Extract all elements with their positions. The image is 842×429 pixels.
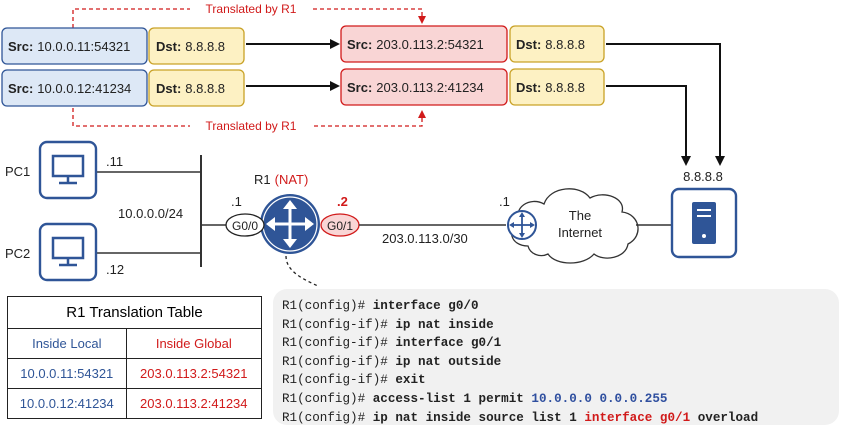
cloud-text-line2: Internet [558,225,602,240]
header-inside-global: Inside Global [125,328,263,359]
cli-line: R1(config-if)# ip nat outside [282,354,502,369]
svg-text:Dst:8.8.8.8: Dst: 8.8.8.8 [156,81,225,96]
svg-text:G0/0: G0/0 [232,219,258,233]
internet-cloud: The Internet [510,188,639,264]
interface-g0-1[interactable]: G0/1 [320,213,360,237]
svg-text:Dst:8.8.8.8: Dst: 8.8.8.8 [516,80,585,95]
nat-translation-table: R1 Translation Table Inside Local Inside… [7,296,263,419]
arrow-to-server-1 [606,43,725,166]
g01-host-id: .2 [337,194,348,209]
svg-text:G0/1: G0/1 [327,219,353,233]
inside-global-cell: 203.0.113.2:41234 [125,388,263,419]
dst-value: 8.8.8.8 [185,81,225,96]
svg-text:Dst:8.8.8.8: Dst: 8.8.8.8 [156,39,225,54]
svg-text:Src:10.0.0.12:41234: Src: 10.0.0.12:41234 [8,81,131,96]
arrow-to-server-2 [606,85,691,166]
inside-local-cell: 10.0.0.11:54321 [7,358,127,389]
interface-g0-0[interactable]: G0/0 [225,213,265,237]
wan-subnet-label: 203.0.113.0/30 [382,231,468,246]
packet-1-original: Src: 10.0.0.11:54321 Dst: 8.8.8.8 [1,27,245,65]
dst-key: Dst: [516,80,541,95]
src-value: 10.0.0.12:41234 [37,81,131,96]
dst-key: Dst: [516,37,541,52]
pc1[interactable] [38,140,98,200]
pc1-label: PC1 [5,164,30,179]
table-row: 10.0.0.11:54321 203.0.113.2:54321 [7,358,263,389]
router-r1[interactable] [260,194,320,254]
isp-router[interactable] [507,210,537,240]
router-name: R1(NAT) [254,172,308,187]
pc1-host-id: .11 [106,154,123,169]
src-value: 203.0.113.2:41234 [376,80,483,95]
translation-indicator-bottom: Translated by R1 [72,108,426,133]
svg-text:Src:203.0.113.2:41234: Src: 203.0.113.2:41234 [347,80,484,95]
svg-text:Src:10.0.0.11:54321: Src: 10.0.0.11:54321 [8,39,130,54]
pc2-host-id: .12 [106,262,124,277]
nat-table-title: R1 Translation Table [7,296,262,329]
dst-value: 8.8.8.8 [545,80,585,95]
translated-label-bottom: Translated by R1 [206,119,297,133]
src-key: Src: [347,37,372,52]
cloud-text-line1: The [569,208,591,223]
isp-host-id: .1 [499,194,510,209]
cli-line: R1(config-if)# ip nat inside [282,317,494,332]
server-8-8-8-8[interactable] [670,187,738,259]
packet-1-translated: Src: 203.0.113.2:54321 Dst: 8.8.8.8 [340,25,605,63]
g00-host-id: .1 [231,194,242,209]
src-key: Src: [8,39,33,54]
src-key: Src: [8,81,33,96]
cli-line: R1(config-if)# interface g0/1 [282,336,502,351]
lan-subnet-label: 10.0.0.0/24 [118,206,183,221]
pc2-label: PC2 [5,246,30,261]
dst-value: 8.8.8.8 [185,39,225,54]
src-value: 203.0.113.2:54321 [376,37,483,52]
dst-value: 8.8.8.8 [545,37,585,52]
packet-2-translated: Src: 203.0.113.2:41234 Dst: 8.8.8.8 [340,68,605,106]
router-role: (NAT) [275,172,309,187]
svg-text:Src:203.0.113.2:54321: Src: 203.0.113.2:54321 [347,37,484,52]
table-row: 10.0.0.12:41234 203.0.113.2:41234 [7,388,263,419]
translation-indicator-top: Translated by R1 [72,2,426,28]
cli-line: R1(config)# interface g0/0 [282,299,479,313]
header-inside-local: Inside Local [7,328,127,359]
cli-line: R1(config)# ip nat inside source list 1 … [282,410,759,425]
cli-callout [285,255,319,287]
server-ip-label: 8.8.8.8 [683,169,723,184]
pc2[interactable] [38,222,98,282]
cli-line: R1(config)# access-list 1 permit 10.0.0.… [282,391,668,406]
translated-label-top: Translated by R1 [206,2,297,16]
src-key: Src: [347,80,372,95]
cli-line: R1(config-if)# exit [282,373,426,388]
packet-2-original: Src: 10.0.0.12:41234 Dst: 8.8.8.8 [1,69,245,107]
src-value: 10.0.0.11:54321 [37,39,130,54]
inside-global-cell: 203.0.113.2:54321 [125,358,263,389]
svg-text:Dst:8.8.8.8: Dst: 8.8.8.8 [516,37,585,52]
dst-key: Dst: [156,39,181,54]
inside-local-cell: 10.0.0.12:41234 [7,388,127,419]
dst-key: Dst: [156,81,181,96]
